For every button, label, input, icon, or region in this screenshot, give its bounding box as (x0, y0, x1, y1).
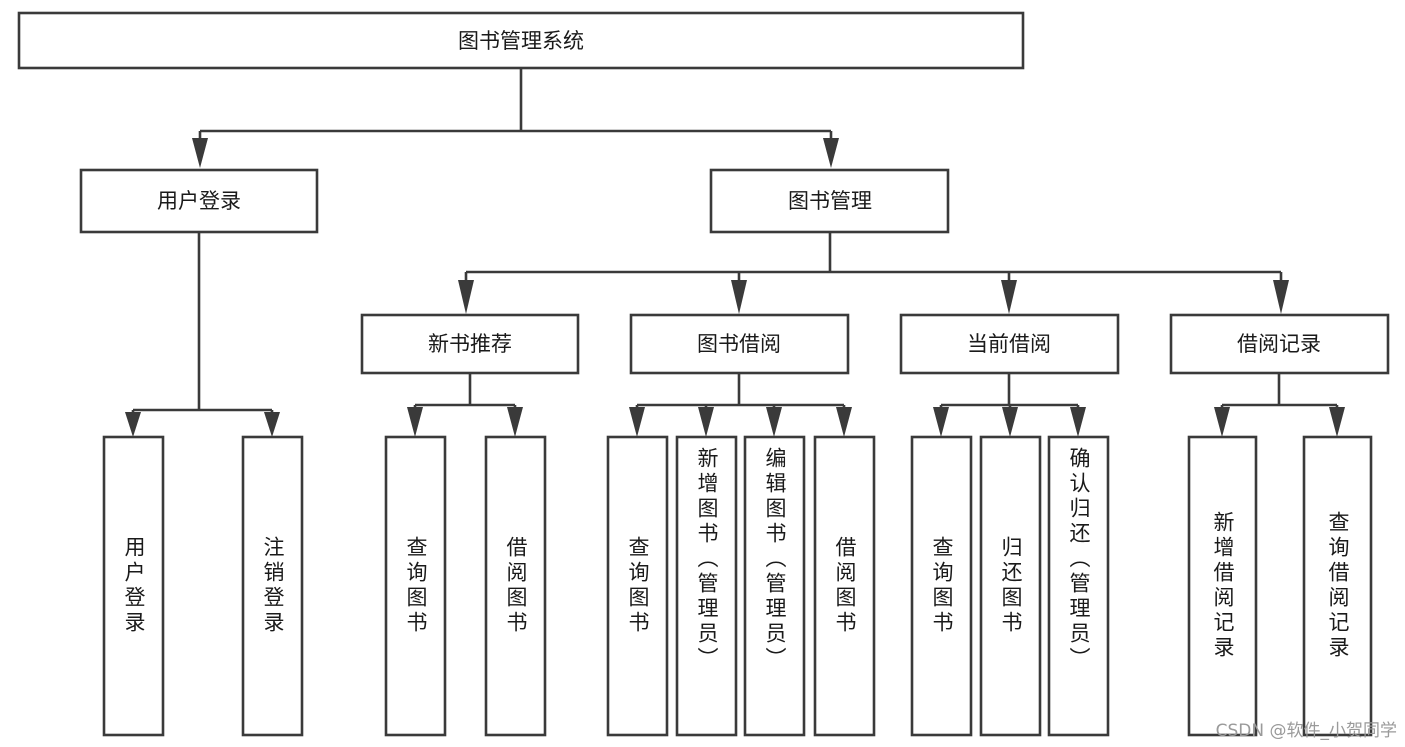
node-user-login-label: 用户登录 (157, 189, 241, 213)
node-new-book-recommend-label: 新书推荐 (428, 332, 512, 356)
arrowhead-current-borrow-leaf-1 (933, 407, 949, 437)
node-book-management[interactable] (709, 168, 950, 234)
arrowhead-bm-to-new-book-recommend (458, 280, 474, 314)
leaf-box-user-login-login[interactable] (102, 435, 165, 737)
node-book-borrow[interactable] (629, 313, 850, 375)
node-book-management-label: 图书管理 (788, 189, 872, 213)
node-new-book-recommend[interactable] (360, 313, 580, 375)
arrowhead-bm-to-book-borrow (731, 280, 747, 314)
node-current-borrow[interactable] (899, 313, 1120, 375)
arrowhead-bm-to-current-borrow (1001, 280, 1017, 314)
leaf-box-new-book-query[interactable] (384, 435, 447, 737)
arrowhead-user-login-leaf-1 (125, 412, 141, 437)
leaf-box-current-borrow-return[interactable] (979, 435, 1042, 737)
node-root-label: 图书管理系统 (458, 29, 584, 53)
leaf-box-current-borrow-query[interactable] (910, 435, 973, 737)
arrowhead-user-login-leaf-2 (264, 412, 280, 437)
arrowhead-book-borrow-leaf-3 (766, 407, 782, 437)
node-current-borrow-label: 当前借阅 (967, 332, 1051, 356)
node-borrow-record-label: 借阅记录 (1237, 332, 1321, 356)
arrowhead-book-borrow-leaf-1 (629, 407, 645, 437)
leaf-box-user-login-logout[interactable] (241, 435, 304, 737)
arrowhead-new-book-leaf-1 (407, 407, 423, 437)
arrowhead-book-borrow-leaf-4 (836, 407, 852, 437)
arrowhead-borrow-record-leaf-2 (1329, 407, 1345, 437)
leaf-box-new-book-borrow[interactable] (484, 435, 547, 737)
arrowhead-current-borrow-leaf-3 (1070, 407, 1086, 437)
leaf-box-book-borrow-lend[interactable] (813, 435, 876, 737)
arrowhead-new-book-leaf-2 (507, 407, 523, 437)
arrowhead-current-borrow-leaf-2 (1002, 407, 1018, 437)
leaf-box-borrow-record-add[interactable] (1187, 435, 1258, 737)
arrowhead-bm-to-borrow-record (1273, 280, 1289, 314)
leaf-box-borrow-record-query[interactable] (1302, 435, 1373, 737)
leaf-box-book-borrow-query[interactable] (606, 435, 669, 737)
node-book-borrow-label: 图书借阅 (697, 332, 781, 356)
arrowhead-root-to-book-management (823, 138, 839, 168)
leaf-box-book-borrow-add[interactable] (675, 435, 738, 737)
leaf-box-current-borrow-confirm[interactable] (1047, 435, 1110, 737)
leaf-box-book-borrow-edit[interactable] (743, 435, 806, 737)
arrowhead-root-to-user-login (192, 138, 208, 168)
node-borrow-record[interactable] (1169, 313, 1390, 375)
arrowhead-borrow-record-leaf-1 (1214, 407, 1230, 437)
arrowhead-book-borrow-leaf-2 (698, 407, 714, 437)
node-root-book-management-system[interactable] (17, 11, 1025, 70)
